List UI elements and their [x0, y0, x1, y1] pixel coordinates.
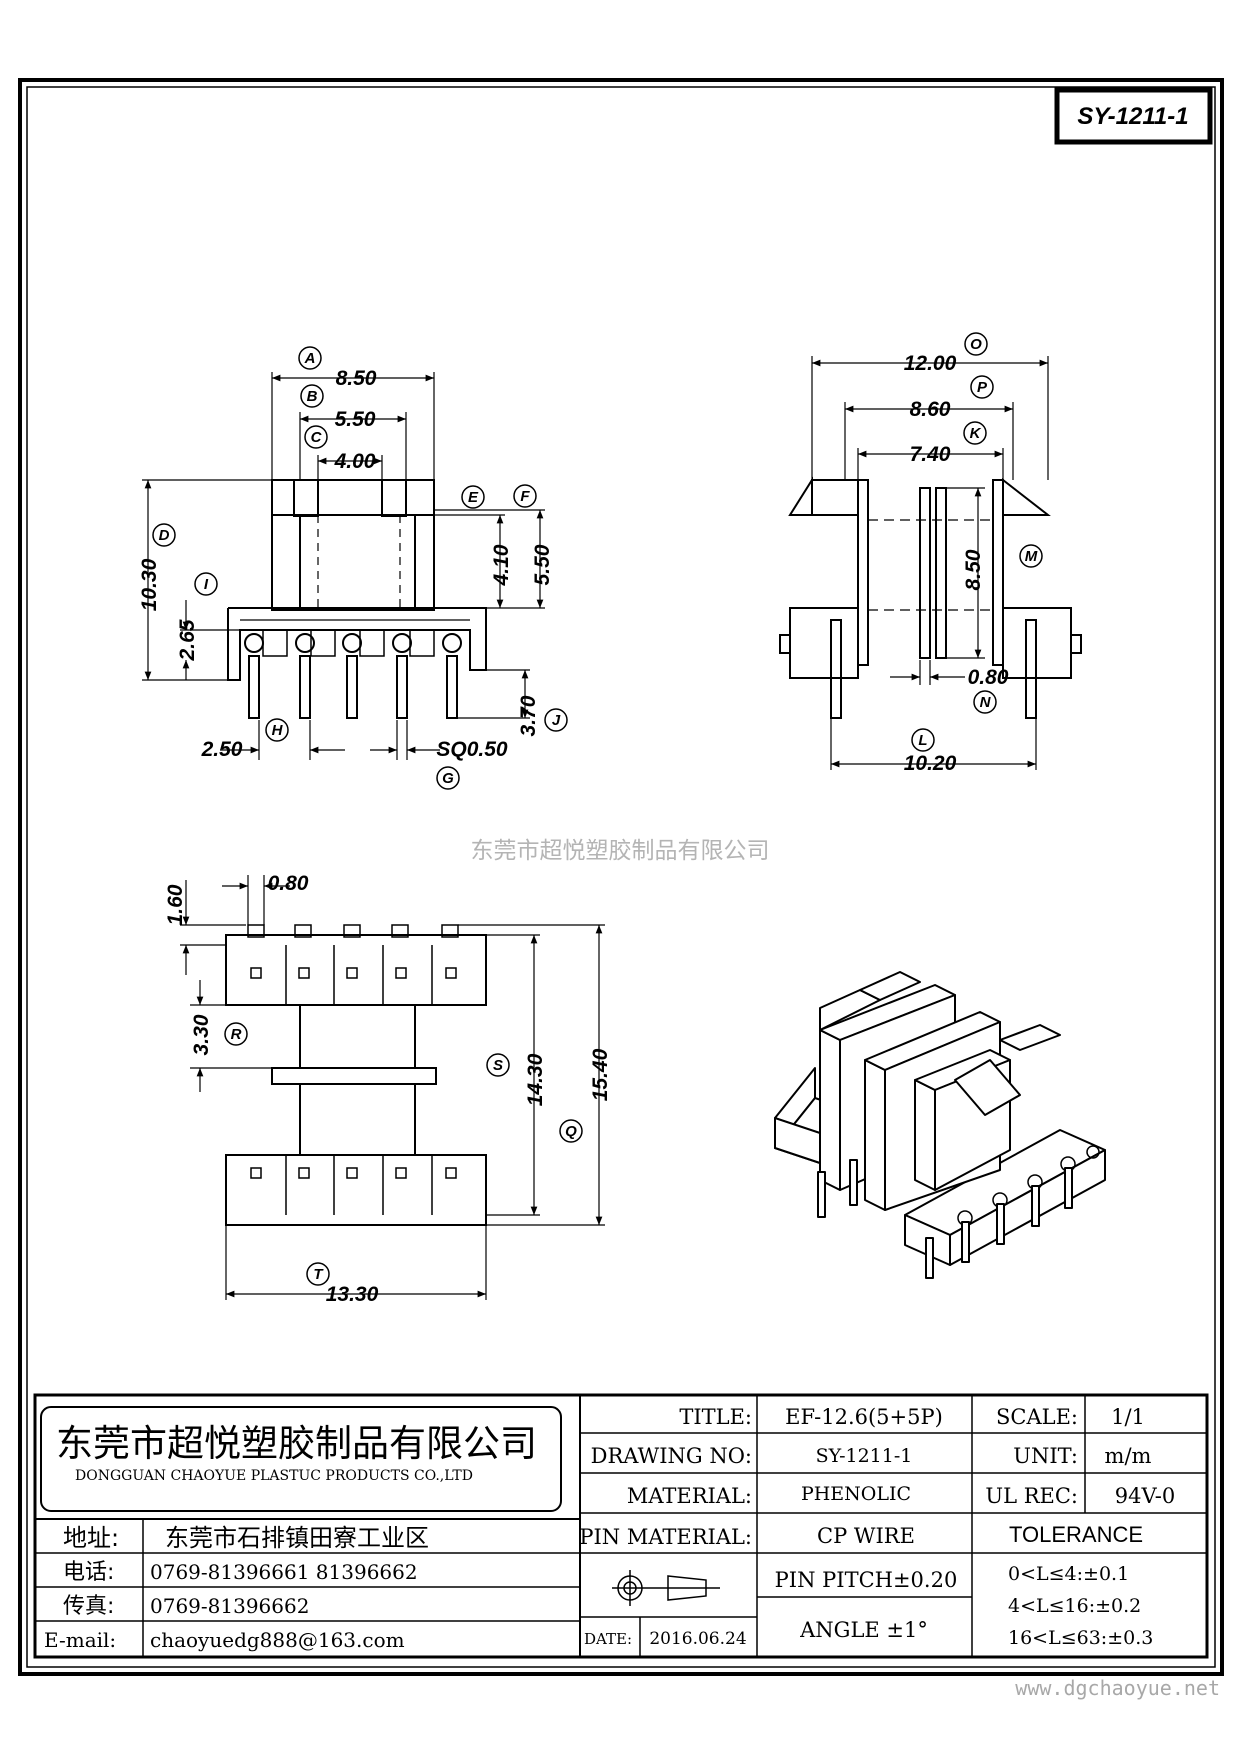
label-f: F — [520, 488, 530, 505]
material-value: PHENOLIC — [801, 1483, 911, 1505]
unit-value: m/m — [1105, 1444, 1152, 1468]
date-label: DATE: — [584, 1630, 632, 1648]
unit-label: UNIT: — [1013, 1444, 1078, 1468]
date-value: 2016.06.24 — [649, 1629, 746, 1649]
label-m: M — [1025, 548, 1038, 565]
scale-label: SCALE: — [996, 1405, 1078, 1429]
label-s: S — [493, 1057, 503, 1074]
fax-value: 0769-81396662 — [150, 1594, 309, 1618]
title-block-text: 东莞市超悦塑胶制品有限公司 DONGGUAN CHAOYUE PLASTUC P… — [44, 1405, 1175, 1652]
phone-value: 0769-81396661 81396662 — [150, 1560, 418, 1584]
label-n: N — [980, 694, 992, 711]
dim-3-70: 3.70 — [517, 695, 540, 736]
front-view — [142, 372, 545, 760]
label-r: R — [231, 1026, 242, 1043]
label-d: D — [159, 527, 170, 544]
pin-material-value: CP WIRE — [817, 1524, 915, 1548]
drawing-no-value: SY-1211-1 — [816, 1445, 913, 1467]
company-name-cn: 东莞市超悦塑胶制品有限公司 — [56, 1422, 537, 1465]
tolerance-range-3: 16<L≤63:±0.3 — [1008, 1627, 1153, 1649]
label-j: J — [552, 712, 561, 729]
dim-8-60: 8.60 — [910, 398, 951, 421]
dim-4-10: 4.10 — [490, 544, 513, 586]
fax-label: 传真: — [63, 1594, 114, 1619]
label-o: O — [970, 336, 982, 353]
dim-5-50-vertical: 5.50 — [531, 544, 554, 585]
dim-2-65: 2.65 — [176, 619, 199, 661]
dim-10-20: 10.20 — [904, 752, 957, 775]
bottom-view — [180, 875, 605, 1300]
email-value: chaoyuedg888@163.com — [150, 1628, 405, 1652]
isometric-view — [774, 971, 1106, 1279]
dim-14-30: 14.30 — [524, 1053, 547, 1106]
website-url: www.dgchaoyue.net — [1015, 1676, 1220, 1700]
dim-12-00: 12.00 — [904, 352, 957, 375]
label-e: E — [468, 489, 479, 506]
watermark: 东莞市超悦塑胶制品有限公司 — [471, 838, 770, 864]
label-p: P — [977, 379, 988, 396]
label-c: C — [311, 429, 323, 446]
side-view — [779, 356, 1082, 770]
label-q: Q — [565, 1123, 577, 1140]
address-value: 东莞市石排镇田寮工业区 — [165, 1524, 429, 1552]
email-label: E-mail: — [44, 1628, 116, 1652]
pin-pitch: PIN PITCH±0.20 — [775, 1568, 958, 1592]
drawing-code: SY-1211-1 — [1077, 103, 1188, 130]
phone-label: 电话: — [63, 1560, 114, 1585]
label-k: K — [970, 425, 982, 442]
scale-value: 1/1 — [1111, 1405, 1145, 1429]
front-view-dimensions: 8.50 5.50 4.00 10.30 2.65 4.10 5.50 3.70… — [138, 346, 568, 790]
dim-2-50: 2.50 — [201, 738, 243, 761]
label-g: G — [442, 770, 454, 787]
tolerance-range-1: 0<L≤4:±0.1 — [1008, 1563, 1129, 1585]
dim-7-40: 7.40 — [910, 443, 951, 466]
label-i: I — [204, 576, 209, 593]
dim-5-50: 5.50 — [335, 408, 376, 431]
dim-0-80: 0.80 — [968, 666, 1009, 689]
inner-border — [26, 86, 1216, 1668]
ul-rec-value: 94V-0 — [1115, 1484, 1175, 1508]
tolerance-label: TOLERANCE — [1009, 1522, 1143, 1547]
tolerance-range-2: 4<L≤16:±0.2 — [1008, 1595, 1141, 1617]
dim-15-40: 15.40 — [589, 1048, 612, 1101]
label-h: H — [272, 722, 284, 739]
title-value: EF-12.6(5+5P) — [785, 1405, 943, 1429]
bottom-view-dimensions: 1.60 0.80 3.30 14.30 15.40 13.30 R S Q T — [164, 872, 612, 1306]
address-label: 地址: — [63, 1524, 119, 1552]
ul-rec-label: UL REC: — [985, 1484, 1078, 1508]
label-l: L — [918, 732, 927, 749]
side-view-dimensions: 12.00 8.60 7.40 8.50 0.80 10.20 O P K M … — [904, 332, 1043, 775]
label-t: T — [313, 1266, 324, 1283]
title-label: TITLE: — [679, 1405, 752, 1429]
dim-sq0-50: SQ0.50 — [436, 738, 508, 761]
pin-material-label: PIN MATERIAL: — [579, 1525, 752, 1549]
title-block — [33, 1393, 1209, 1659]
dim-4-00: 4.00 — [334, 450, 376, 473]
drawing-code-box: SY-1211-1 — [1054, 87, 1213, 145]
dim-10-30: 10.30 — [138, 558, 161, 611]
label-a: A — [304, 350, 316, 367]
company-name-en: DONGGUAN CHAOYUE PLASTUC PRODUCTS CO.,LT… — [75, 1468, 473, 1484]
angle: ANGLE ±1° — [799, 1618, 928, 1642]
dim-0-80: 0.80 — [268, 872, 309, 895]
drawing-no-label: DRAWING NO: — [591, 1444, 752, 1468]
material-label: MATERIAL: — [627, 1484, 752, 1508]
outer-border — [18, 78, 1224, 1676]
dim-8-50: 8.50 — [962, 549, 985, 590]
label-b: B — [307, 388, 318, 405]
dim-8-50: 8.50 — [336, 367, 377, 390]
dim-1-60: 1.60 — [164, 884, 187, 925]
dim-3-30: 3.30 — [190, 1014, 213, 1055]
dim-13-30: 13.30 — [326, 1283, 379, 1306]
